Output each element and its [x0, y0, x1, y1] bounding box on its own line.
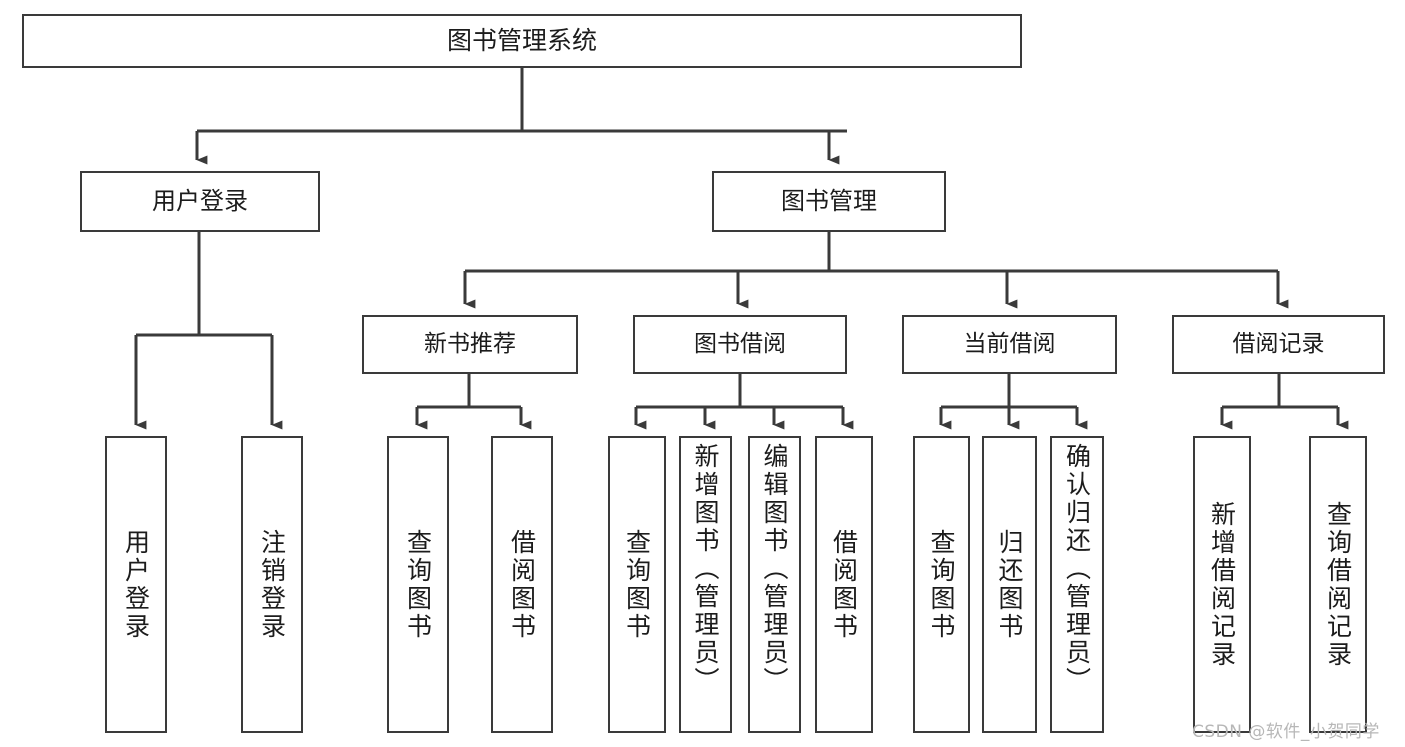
- node-user-login[interactable]: 用户登录: [80, 171, 320, 232]
- node-book-manage[interactable]: 图书管理: [712, 171, 946, 232]
- leaf-label: 新增借阅记录: [1207, 500, 1237, 669]
- node-borrow-record-label: 借阅记录: [1232, 330, 1325, 357]
- leaf-borrow-record-query[interactable]: 查询借阅记录: [1309, 436, 1367, 733]
- leaf-borrow-record-add[interactable]: 新增借阅记录: [1193, 436, 1251, 733]
- leaf-label: 确认归还（管理员）: [1062, 443, 1092, 695]
- leaf-label: 查询借阅记录: [1323, 500, 1353, 669]
- node-borrow-book[interactable]: 图书借阅: [633, 315, 847, 374]
- leaf-borrow-book-borrow[interactable]: 借阅图书: [815, 436, 873, 733]
- node-root-label: 图书管理系统: [446, 26, 597, 55]
- leaf-label: 查询图书: [927, 528, 956, 641]
- leaf-current-borrow-confirm[interactable]: 确认归还（管理员）: [1050, 436, 1104, 733]
- leaf-label: 查询图书: [622, 528, 652, 641]
- node-current-borrow-label: 当前借阅: [963, 330, 1056, 357]
- node-user-login-label: 用户登录: [152, 187, 248, 216]
- leaf-user-login-logout[interactable]: 注销登录: [241, 436, 303, 733]
- node-root[interactable]: 图书管理系统: [22, 14, 1022, 68]
- leaf-label: 编辑图书（管理员）: [760, 443, 789, 695]
- leaf-borrow-book-add[interactable]: 新增图书（管理员）: [679, 436, 732, 733]
- csdn-watermark: CSDN @软件_小贺同学: [1192, 722, 1380, 742]
- leaf-current-borrow-query[interactable]: 查询图书: [913, 436, 970, 733]
- leaf-label: 归还图书: [995, 528, 1024, 641]
- leaf-borrow-book-edit[interactable]: 编辑图书（管理员）: [748, 436, 801, 733]
- leaf-label: 借阅图书: [829, 528, 859, 641]
- leaf-user-login-login[interactable]: 用户登录: [105, 436, 167, 733]
- node-current-borrow[interactable]: 当前借阅: [902, 315, 1117, 374]
- leaf-label: 新增图书（管理员）: [691, 443, 720, 695]
- leaf-current-borrow-return[interactable]: 归还图书: [982, 436, 1037, 733]
- node-new-book-label: 新书推荐: [424, 330, 516, 357]
- node-borrow-book-label: 图书借阅: [694, 330, 786, 357]
- leaf-new-book-borrow[interactable]: 借阅图书: [491, 436, 553, 733]
- leaf-label: 查询图书: [403, 528, 433, 641]
- leaf-label: 注销登录: [257, 528, 287, 641]
- node-book-manage-label: 图书管理: [781, 187, 877, 216]
- node-borrow-record[interactable]: 借阅记录: [1172, 315, 1385, 374]
- leaf-borrow-book-query[interactable]: 查询图书: [608, 436, 666, 733]
- leaf-new-book-query[interactable]: 查询图书: [387, 436, 449, 733]
- node-new-book[interactable]: 新书推荐: [362, 315, 578, 374]
- leaf-label: 用户登录: [121, 528, 151, 641]
- leaf-label: 借阅图书: [507, 528, 537, 641]
